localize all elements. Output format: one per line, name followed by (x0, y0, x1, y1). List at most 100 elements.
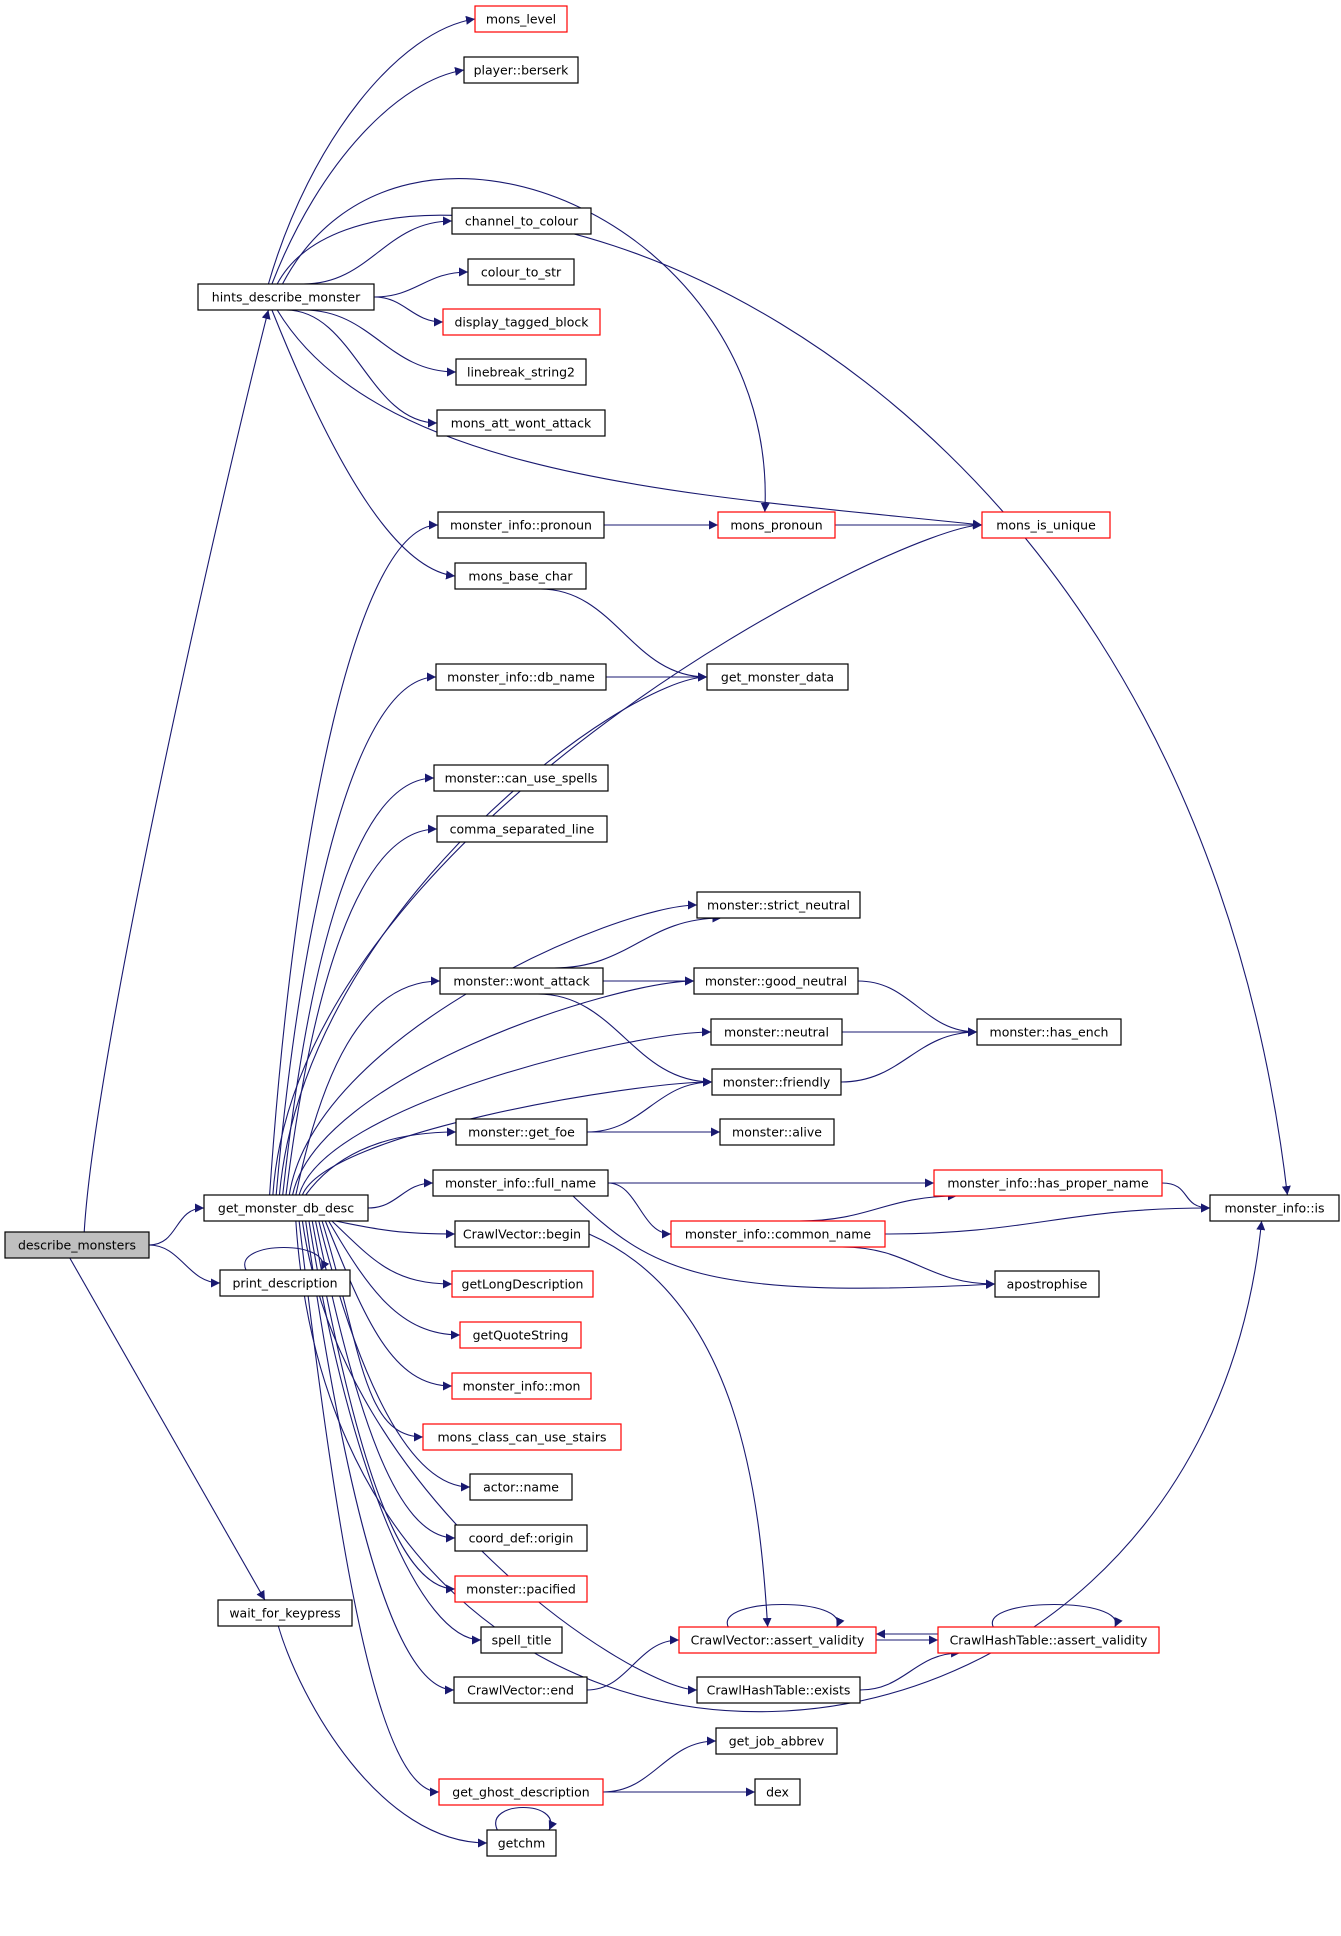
node-box-monster_can_use_spells (433, 764, 609, 792)
node-label-mons_class_can_use_stairs: mons_class_can_use_stairs (437, 1430, 606, 1445)
node-label-apostrophise: apostrophise (1007, 1277, 1088, 1292)
node-player_berserk[interactable]: player::berserk (463, 56, 579, 84)
node-box-CrawlHashTable_assert_validity (937, 1626, 1160, 1654)
node-display_tagged_block[interactable]: display_tagged_block (442, 308, 601, 336)
node-monster_can_use_spells[interactable]: monster::can_use_spells (433, 764, 609, 792)
node-mons_is_unique[interactable]: mons_is_unique (981, 511, 1111, 539)
edge-get_monster_db_desc-to-mons_class_can_use_stairs (321, 1220, 424, 1442)
edge-monster_good_neutral-to-monster_has_ench (857, 980, 978, 1037)
node-box-display_tagged_block (442, 308, 601, 336)
node-label-mons_pronoun: mons_pronoun (730, 518, 822, 533)
node-box-get_job_abbrev (715, 1727, 838, 1755)
node-monster_wont_attack[interactable]: monster::wont_attack (439, 967, 604, 995)
node-box-coord_def_origin (454, 1524, 588, 1552)
node-colour_to_str[interactable]: colour_to_str (467, 258, 575, 286)
node-get_job_abbrev[interactable]: get_job_abbrev (715, 1727, 838, 1755)
edge-get_monster_db_desc-to-monster_info_db_name (275, 672, 437, 1196)
node-monster_alive[interactable]: monster::alive (719, 1118, 835, 1146)
node-monster_info_db_name[interactable]: monster_info::db_name (435, 663, 607, 691)
edge-monster_friendly-to-monster_has_ench (840, 1027, 978, 1083)
node-monster_has_ench[interactable]: monster::has_ench (976, 1018, 1122, 1046)
node-monster_info_pronoun[interactable]: monster_info::pronoun (437, 511, 605, 539)
edge-monster_info_full_name-to-apostrophise (572, 1195, 996, 1289)
node-CrawlVector_assert_validity[interactable]: CrawlVector::assert_validity (678, 1626, 877, 1654)
node-label-CrawlHashTable_assert_validity: CrawlHashTable::assert_validity (950, 1633, 1148, 1648)
node-monster_info_is[interactable]: monster_info::is (1209, 1194, 1340, 1222)
node-box-apostrophise (994, 1270, 1100, 1298)
node-dex[interactable]: dex (754, 1778, 801, 1806)
node-box-monster_has_ench (976, 1018, 1122, 1046)
node-channel_to_colour[interactable]: channel_to_colour (451, 207, 592, 235)
edge-getchm-to-getchm (495, 1807, 557, 1831)
node-get_monster_db_desc[interactable]: get_monster_db_desc (203, 1194, 369, 1222)
node-describe_monsters[interactable]: describe_monsters (4, 1231, 150, 1259)
node-apostrophise[interactable]: apostrophise (994, 1270, 1100, 1298)
node-label-monster_strict_neutral: monster::strict_neutral (707, 898, 850, 913)
node-label-print_description: print_description (232, 1276, 337, 1291)
node-get_monster_data[interactable]: get_monster_data (706, 663, 849, 691)
node-monster_info_has_proper_name[interactable]: monster_info::has_proper_name (933, 1169, 1163, 1197)
node-label-mons_att_wont_attack: mons_att_wont_attack (451, 416, 592, 431)
node-mons_class_can_use_stairs[interactable]: mons_class_can_use_stairs (422, 1423, 622, 1451)
node-mons_base_char[interactable]: mons_base_char (454, 562, 587, 590)
node-box-monster_strict_neutral (696, 891, 861, 919)
node-monster_neutral[interactable]: monster::neutral (710, 1018, 843, 1046)
node-CrawlHashTable_assert_validity[interactable]: CrawlHashTable::assert_validity (937, 1626, 1160, 1654)
node-monster_info_common_name[interactable]: monster_info::common_name (670, 1220, 886, 1248)
edge-get_monster_db_desc-to-CrawlVector_end (305, 1220, 455, 1695)
node-monster_good_neutral[interactable]: monster::good_neutral (693, 967, 859, 995)
node-getchm[interactable]: getchm (486, 1829, 557, 1857)
node-print_description[interactable]: print_description (219, 1269, 351, 1297)
node-getQuoteString[interactable]: getQuoteString (459, 1321, 582, 1349)
node-label-CrawlVector_assert_validity: CrawlVector::assert_validity (691, 1633, 865, 1648)
edge-monster_info_full_name-to-monster_info_common_name (607, 1182, 672, 1239)
node-box-mons_class_can_use_stairs (422, 1423, 622, 1451)
edge-CrawlVector_end-to-CrawlVector_assert_validity (586, 1635, 680, 1691)
node-label-monster_info_is: monster_info::is (1224, 1201, 1324, 1216)
node-box-print_description (219, 1269, 351, 1297)
node-box-monster_get_foe (455, 1118, 588, 1146)
node-monster_info_full_name[interactable]: monster_info::full_name (432, 1169, 609, 1197)
node-get_ghost_description[interactable]: get_ghost_description (438, 1778, 604, 1806)
edge-get_monster_db_desc-to-mons_is_unique (272, 520, 983, 1196)
node-comma_separated_line[interactable]: comma_separated_line (436, 815, 608, 843)
node-getLongDescription[interactable]: getLongDescription (451, 1270, 594, 1298)
edge-monster_get_foe-to-monster_friendly (586, 1077, 713, 1133)
node-CrawlHashTable_exists[interactable]: CrawlHashTable::exists (696, 1676, 861, 1704)
node-label-monster_has_ench: monster::has_ench (990, 1025, 1109, 1040)
node-hints_describe_monster[interactable]: hints_describe_monster (197, 283, 375, 311)
edge-hints_describe_monster-to-mons_base_char (271, 309, 456, 580)
edge-CrawlVector_assert_validity-to-CrawlVector_assert_validity (726, 1604, 845, 1628)
node-monster_info_mon[interactable]: monster_info::mon (451, 1372, 592, 1400)
edge-hints_describe_monster-to-display_tagged_block (373, 296, 444, 327)
node-mons_level[interactable]: mons_level (474, 5, 568, 33)
edge-get_monster_db_desc-to-comma_separated_line (285, 824, 438, 1196)
node-monster_pacified[interactable]: monster::pacified (454, 1575, 588, 1603)
node-monster_strict_neutral[interactable]: monster::strict_neutral (696, 891, 861, 919)
node-label-display_tagged_block: display_tagged_block (454, 315, 589, 330)
edge-wait_for_keypress-to-getchm (277, 1625, 488, 1848)
node-mons_att_wont_attack[interactable]: mons_att_wont_attack (436, 409, 606, 437)
node-box-CrawlHashTable_exists (696, 1676, 861, 1704)
node-wait_for_keypress[interactable]: wait_for_keypress (217, 1599, 353, 1627)
node-label-getLongDescription: getLongDescription (462, 1277, 584, 1292)
node-linebreak_string2[interactable]: linebreak_string2 (455, 358, 587, 386)
edge-get_monster_db_desc-to-get_monster_data (278, 672, 708, 1196)
node-monster_get_foe[interactable]: monster::get_foe (455, 1118, 588, 1146)
node-label-get_job_abbrev: get_job_abbrev (729, 1734, 825, 1749)
edge-get_monster_db_desc-to-monster_info_full_name (367, 1178, 434, 1209)
node-monster_friendly[interactable]: monster::friendly (711, 1068, 842, 1096)
node-CrawlVector_begin[interactable]: CrawlVector::begin (454, 1220, 590, 1248)
node-actor_name[interactable]: actor::name (469, 1473, 573, 1501)
edge-get_monster_db_desc-to-monster_info_pronoun (269, 520, 439, 1196)
edge-describe_monsters-to-get_monster_db_desc (148, 1203, 205, 1246)
node-mons_pronoun[interactable]: mons_pronoun (717, 511, 836, 539)
edge-monster_wont_attack-to-monster_strict_neutral (554, 913, 722, 969)
node-label-coord_def_origin: coord_def::origin (469, 1531, 574, 1546)
node-box-mons_pronoun (717, 511, 836, 539)
node-CrawlVector_end[interactable]: CrawlVector::end (453, 1676, 588, 1704)
node-spell_title[interactable]: spell_title (480, 1626, 563, 1654)
node-label-monster_info_pronoun: monster_info::pronoun (450, 518, 592, 533)
node-box-get_monster_data (706, 663, 849, 691)
node-coord_def_origin[interactable]: coord_def::origin (454, 1524, 588, 1552)
